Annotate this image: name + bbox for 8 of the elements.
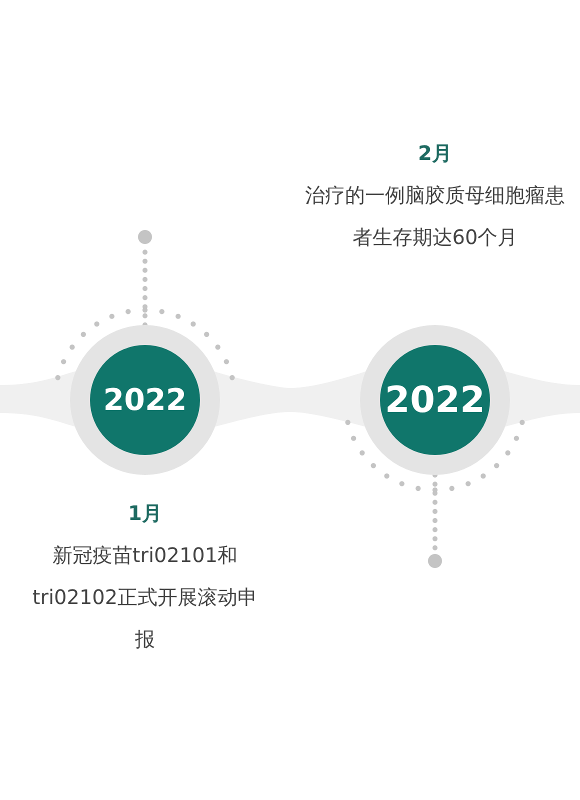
year-circle: 2022 — [70, 325, 220, 475]
year-circle: 2022 — [360, 325, 510, 475]
month-label: 2月 — [417, 140, 453, 167]
end-dot — [138, 230, 152, 244]
event-text: 治疗的一例脑胶质母细胞瘤患者生存期达60个月 — [305, 182, 565, 251]
month-label: 1月 — [127, 500, 163, 527]
event-text: 新冠疫苗tri02101和tri02102正式开展滚动申报 — [31, 542, 259, 653]
end-dot — [428, 554, 442, 568]
